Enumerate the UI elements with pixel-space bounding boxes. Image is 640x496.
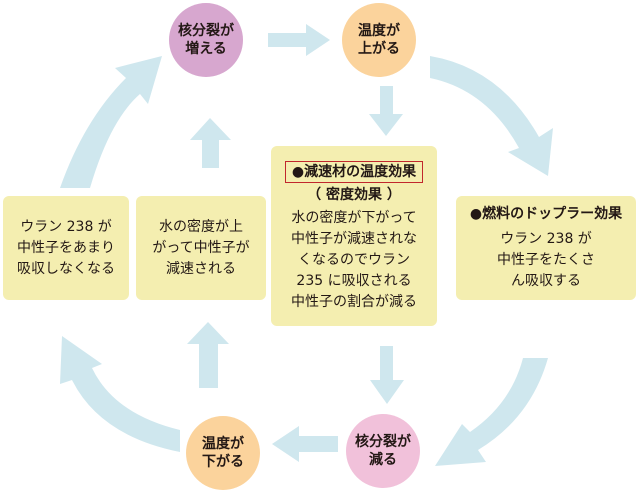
node-fission-increase-line2: 増える xyxy=(185,41,227,57)
arrow-tempup-to-moderator xyxy=(369,86,403,136)
arrow-moderator-to-fissiondown xyxy=(370,346,404,404)
node-temp-fall: 温度が 下がる xyxy=(186,416,260,490)
arrow-tempup-to-doppler xyxy=(430,56,553,176)
node-temp-rise: 温度が 上がる xyxy=(342,3,416,77)
moderator-line-1: 水の密度が下がって xyxy=(291,210,417,226)
uranium-less-box: ウラン 238 が 中性子をあまり 吸収しなくなる xyxy=(3,196,129,300)
node-fission-decrease-line1: 核分裂が xyxy=(355,434,411,450)
moderator-line-5: 中性子の割合が減る xyxy=(291,294,417,310)
moderator-line-2: 中性子が減速されな xyxy=(291,231,417,247)
doppler-line-1: ウラン 238 が xyxy=(500,231,592,247)
moderator-effect-subtitle: （ 密度効果 ） xyxy=(307,187,401,203)
moderator-line-4: 235 に吸収される xyxy=(296,273,412,289)
moderator-line-3: くなるのでウラン xyxy=(298,252,410,268)
moderator-effect-title: ●減速材の温度効果 xyxy=(284,161,424,183)
uranium-less-line-2: 中性子をあまり xyxy=(17,239,115,256)
doppler-line-2: 中性子をたくさ xyxy=(497,252,595,268)
node-fission-decrease: 核分裂が 減る xyxy=(346,414,420,488)
water-density-line-2: がって中性子が xyxy=(152,239,250,256)
water-density-box: 水の密度が上 がって中性子が 減速される xyxy=(136,196,266,300)
node-fission-increase: 核分裂が 増える xyxy=(169,3,243,77)
doppler-effect-title: ●燃料のドップラー効果 xyxy=(469,206,623,222)
node-temp-rise-line1: 温度が xyxy=(358,23,400,39)
water-density-line-1: 水の密度が上 xyxy=(159,218,243,235)
moderator-effect-box: ●減速材の温度効果 （ 密度効果 ） 水の密度が下がって 中性子が減速されな く… xyxy=(271,146,437,326)
node-temp-rise-line2: 上がる xyxy=(358,41,400,57)
arrow-waterdensity-to-fissionup xyxy=(190,118,231,168)
water-density-line-3: 減速される xyxy=(166,260,236,277)
doppler-effect-box: ●燃料のドップラー効果 ウラン 238 が 中性子をたくさ ん吸収する xyxy=(456,196,636,300)
arrow-tempdown-to-waterdensity xyxy=(187,322,229,388)
arrow-fissiondown-to-tempdown xyxy=(272,426,338,462)
uranium-less-line-3: 吸収しなくなる xyxy=(17,260,115,277)
arrow-fissionup-to-tempup xyxy=(268,24,330,56)
arrow-uranium-to-fissionup xyxy=(60,56,162,188)
arrow-doppler-to-fissiondown xyxy=(435,358,548,466)
arrow-tempdown-to-uranium xyxy=(60,336,180,452)
node-temp-fall-line2: 下がる xyxy=(202,454,244,470)
uranium-less-line-1: ウラン 238 が xyxy=(20,218,112,235)
doppler-line-3: ん吸収する xyxy=(511,273,581,289)
node-fission-decrease-line2: 減る xyxy=(369,452,397,468)
node-temp-fall-line1: 温度が xyxy=(202,436,244,452)
node-fission-increase-line1: 核分裂が xyxy=(178,23,234,39)
